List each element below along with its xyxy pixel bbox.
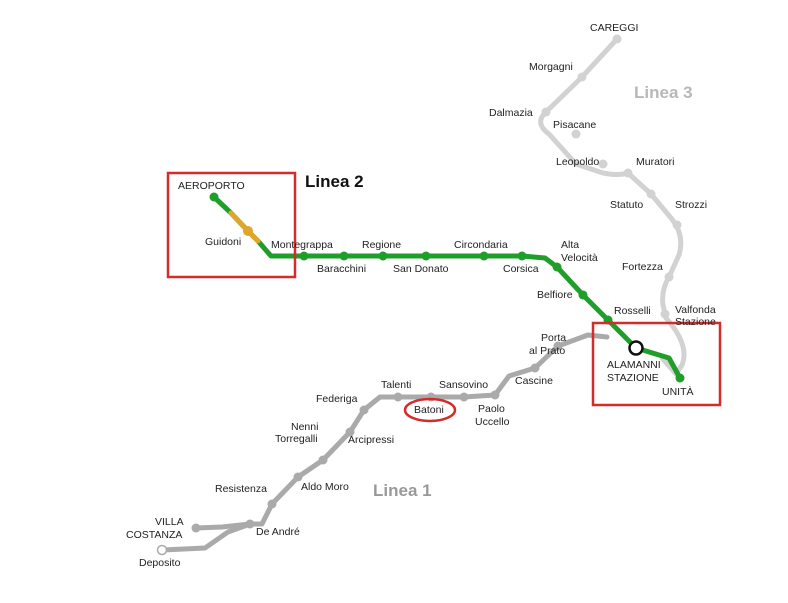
stop-nenni-torregalli (318, 455, 328, 465)
linea3-track (538, 36, 687, 377)
highlight-box-alamanni-unita (591, 321, 722, 407)
stop-cascine (530, 363, 540, 373)
label-alta-velocita-1: Alta (561, 239, 579, 251)
stop-alta-velocita (552, 262, 562, 272)
label-arcipressi: Arcipressi (348, 434, 394, 446)
label-leopoldo: Leopoldo (556, 156, 599, 168)
stop-aldo-moro (293, 472, 303, 482)
highlight-ellipse-batoni (403, 397, 457, 423)
label-circondaria: Circondaria (454, 239, 508, 251)
stop-morgagni (577, 72, 587, 82)
stop-san-donato (421, 251, 431, 261)
label-aldo-moro: Aldo Moro (301, 481, 349, 493)
stop-leopoldo (598, 159, 608, 169)
label-muratori: Muratori (636, 156, 675, 168)
label-valfonda-1: Valfonda (675, 304, 716, 316)
label-fortezza: Fortezza (622, 261, 663, 273)
label-regione: Regione (362, 239, 401, 251)
stop-circondaria (479, 251, 489, 261)
label-alamanni-2: STAZIONE (607, 372, 659, 384)
stop-arcipressi (345, 427, 355, 437)
label-paolo-uccello-2: Uccello (475, 416, 510, 428)
linea3-stops (541, 34, 682, 319)
stop-belfiore (578, 290, 588, 300)
label-belfiore: Belfiore (537, 289, 573, 301)
label-careggi: CAREGGI (590, 22, 638, 34)
linea2-stops (209, 192, 685, 383)
stop-valfonda (660, 309, 670, 319)
label-paolo-uccello-1: Paolo (478, 403, 505, 415)
stop-deposito (156, 544, 168, 556)
stop-corsica (517, 251, 527, 261)
linea1-track (193, 332, 610, 531)
stop-aeroporto (209, 192, 219, 202)
label-guidoni: Guidoni (205, 236, 241, 248)
stop-baracchini (339, 251, 349, 261)
label-sansovino: Sansovino (439, 379, 488, 391)
label-alta-velocita-2: Velocità (561, 252, 598, 264)
label-dalmazia: Dalmazia (489, 107, 533, 119)
label-de-andre: De André (256, 526, 300, 538)
stop-pisacane (571, 129, 581, 139)
label-porta-al-prato-2: al Prato (529, 345, 565, 357)
label-deposito: Deposito (139, 557, 181, 569)
stop-guidoni (243, 226, 253, 236)
label-batoni: Batoni (414, 404, 444, 416)
stop-dalmazia (541, 107, 551, 117)
stop-regione (378, 251, 388, 261)
label-morgagni: Morgagni (529, 61, 573, 73)
stop-sansovino (459, 392, 469, 402)
label-resistenza: Resistenza (215, 483, 267, 495)
stop-strozzi (672, 220, 682, 230)
label-unita: UNITÀ (662, 385, 694, 398)
label-nenni-torregalli-1: Nenni (291, 421, 318, 433)
stop-statuto (646, 189, 656, 199)
label-porta-al-prato-1: Porta (541, 332, 566, 344)
stop-montegrappa (299, 251, 309, 261)
label-alamanni-1: ALAMANNI (607, 359, 661, 371)
label-strozzi: Strozzi (675, 199, 707, 211)
label-san-donato: San Donato (393, 263, 449, 275)
linea3-label: Linea 3 (634, 83, 693, 102)
stop-federiga (359, 405, 369, 415)
label-montegrappa: Montegrappa (271, 239, 333, 251)
label-nenni-torregalli-2: Torregalli (275, 433, 318, 445)
label-rosselli: Rosselli (614, 305, 651, 317)
label-statuto: Statuto (610, 199, 643, 211)
label-talenti: Talenti (381, 379, 411, 391)
label-cascine: Cascine (515, 375, 553, 387)
linea2-track (211, 194, 683, 381)
label-aeroporto: AEROPORTO (178, 180, 245, 192)
label-corsica: Corsica (503, 263, 539, 275)
highlight-box-aeroporto (166, 171, 297, 279)
label-pisacane: Pisacane (553, 119, 596, 131)
stop-paolo-uccello (490, 390, 500, 400)
stop-porta-al-prato (553, 341, 563, 351)
stop-de-andre (245, 519, 255, 529)
linea1-label: Linea 1 (373, 481, 432, 500)
label-valfonda-2: Stazione (675, 316, 716, 328)
linea2-label: Linea 2 (305, 172, 364, 191)
stop-fortezza (664, 272, 674, 282)
linea1-stops (156, 341, 563, 556)
label-villa-costanza-1: VILLA (155, 516, 184, 528)
stop-alamanni-stazione-interchange (628, 340, 644, 356)
stop-villa-costanza (191, 523, 201, 533)
label-baracchini: Baracchini (317, 263, 366, 275)
stop-talenti (393, 392, 403, 402)
stop-resistenza (267, 499, 277, 509)
label-federiga: Federiga (316, 393, 358, 405)
stop-muratori (623, 168, 633, 178)
linea1-deposito-branch (160, 521, 253, 553)
label-villa-costanza-2: COSTANZA (126, 529, 182, 541)
stop-careggi (612, 34, 622, 44)
stop-unita (675, 373, 685, 383)
